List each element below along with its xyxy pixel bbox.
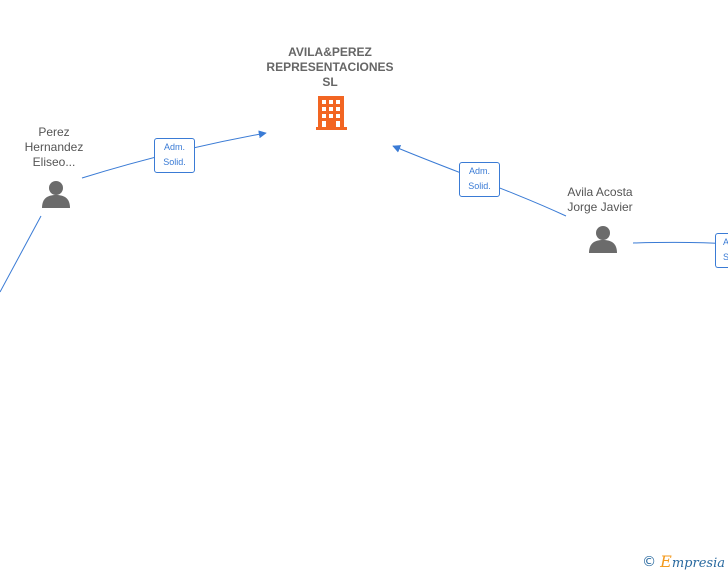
role-line: S xyxy=(723,250,728,265)
person-name-line: Jorge Javier xyxy=(567,200,633,214)
brand-rest: mpresia xyxy=(671,556,725,571)
role-badge-perez-company: Adm. Solid. xyxy=(154,138,195,173)
person-icon[interactable] xyxy=(589,226,617,253)
brand-initial: E xyxy=(660,552,672,571)
person-name-line: Avila Acosta xyxy=(567,185,633,199)
brand-logo: Empresia xyxy=(660,552,725,571)
role-badge-avila-company: Adm. Solid. xyxy=(459,162,500,197)
copyright-icon: © xyxy=(642,553,657,570)
person-icon[interactable] xyxy=(42,181,70,208)
role-line: Solid. xyxy=(163,157,186,167)
person-name-perez[interactable]: Perez Hernandez Eliseo... xyxy=(25,125,84,170)
person-name-line: Eliseo... xyxy=(32,155,76,169)
empresia-watermark[interactable]: © Empresia xyxy=(642,552,725,571)
role-badge-avila-offscreen: A S xyxy=(715,233,728,268)
role-line: Solid. xyxy=(468,181,491,191)
company-name-line: AVILA&PEREZ xyxy=(288,45,372,59)
company-name-line: SL xyxy=(322,75,338,89)
building-icon[interactable] xyxy=(316,96,347,130)
company-name[interactable]: AVILA&PEREZ REPRESENTACIONES SL xyxy=(266,45,393,90)
person-name-line: Perez xyxy=(38,125,70,139)
edge-avila-to-offscreen xyxy=(632,241,728,245)
edge-perez-to-offscreen xyxy=(0,215,42,293)
role-line: A xyxy=(723,235,728,250)
role-line: Adm. xyxy=(163,142,185,152)
person-name-line: Hernandez xyxy=(24,140,84,154)
company-name-line: REPRESENTACIONES xyxy=(266,60,394,74)
role-line: Adm. xyxy=(468,166,490,176)
person-name-avila[interactable]: Avila Acosta Jorge Javier xyxy=(567,185,632,215)
